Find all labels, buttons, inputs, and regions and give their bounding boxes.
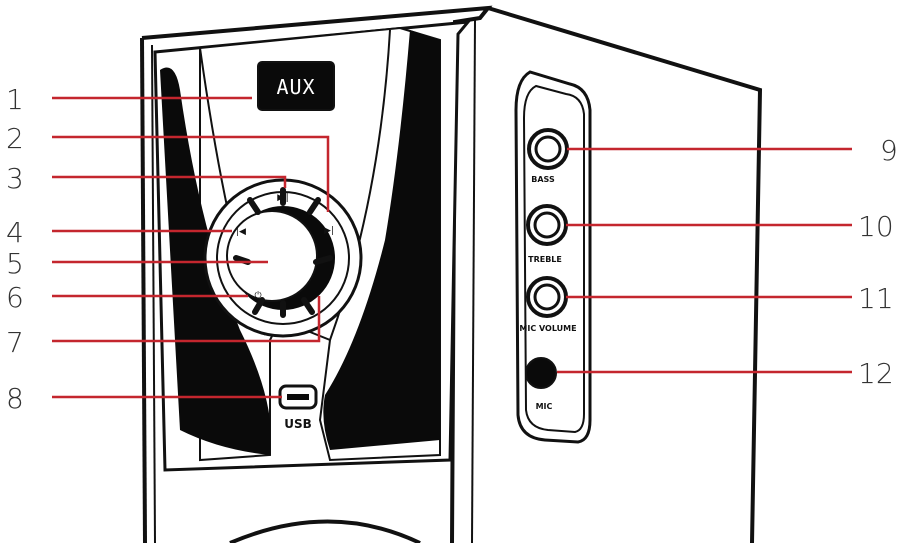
power-button[interactable]: ⏻ <box>254 290 261 301</box>
callout-number-4: 4 <box>6 216 24 249</box>
power-icon: ⏻ <box>254 290 261 301</box>
treble-label: TREBLE <box>528 255 562 264</box>
callout-number-12: 12 <box>858 357 894 390</box>
callout-line-2 <box>52 135 330 212</box>
mic-jack[interactable]: MIC <box>525 357 557 411</box>
callout-line-3 <box>52 175 287 188</box>
control-ring <box>203 178 363 338</box>
callout-number-2: 2 <box>6 122 24 155</box>
previous-icon: |◀ <box>236 227 246 237</box>
callout-numbers: 1 2 3 4 5 6 7 8 9 10 11 12 <box>6 83 898 415</box>
treble-knob[interactable]: TREBLE <box>526 204 568 264</box>
callout-line-7 <box>52 296 321 343</box>
play-pause-icon: ▶‖ <box>277 193 288 203</box>
bass-label: BASS <box>531 175 555 184</box>
callout-number-9: 9 <box>880 134 898 167</box>
callout-number-7: 7 <box>6 326 24 359</box>
callout-number-6: 6 <box>6 281 24 314</box>
mic-volume-knob[interactable]: MIC VOLUME <box>519 276 577 333</box>
usb-label: USB <box>284 417 312 431</box>
callout-number-11: 11 <box>858 282 894 315</box>
callout-number-1: 1 <box>6 83 24 116</box>
callout-number-8: 8 <box>6 382 24 415</box>
lcd-display: AUX <box>257 61 335 111</box>
lcd-display-text: AUX <box>276 75 315 99</box>
mic-label: MIC <box>536 402 553 411</box>
callout-lines <box>52 96 852 399</box>
usb-port[interactable]: USB <box>278 384 318 431</box>
callout-number-3: 3 <box>6 162 24 195</box>
bass-knob[interactable]: BASS <box>527 128 569 184</box>
previous-button[interactable]: |◀ <box>236 227 246 237</box>
callout-number-5: 5 <box>6 247 24 280</box>
next-button[interactable]: ▶| <box>324 226 334 236</box>
play-pause-button[interactable]: ▶‖ <box>277 193 288 203</box>
mic-volume-label: MIC VOLUME <box>519 324 576 333</box>
next-icon: ▶| <box>324 226 334 236</box>
callout-number-10: 10 <box>858 210 894 243</box>
